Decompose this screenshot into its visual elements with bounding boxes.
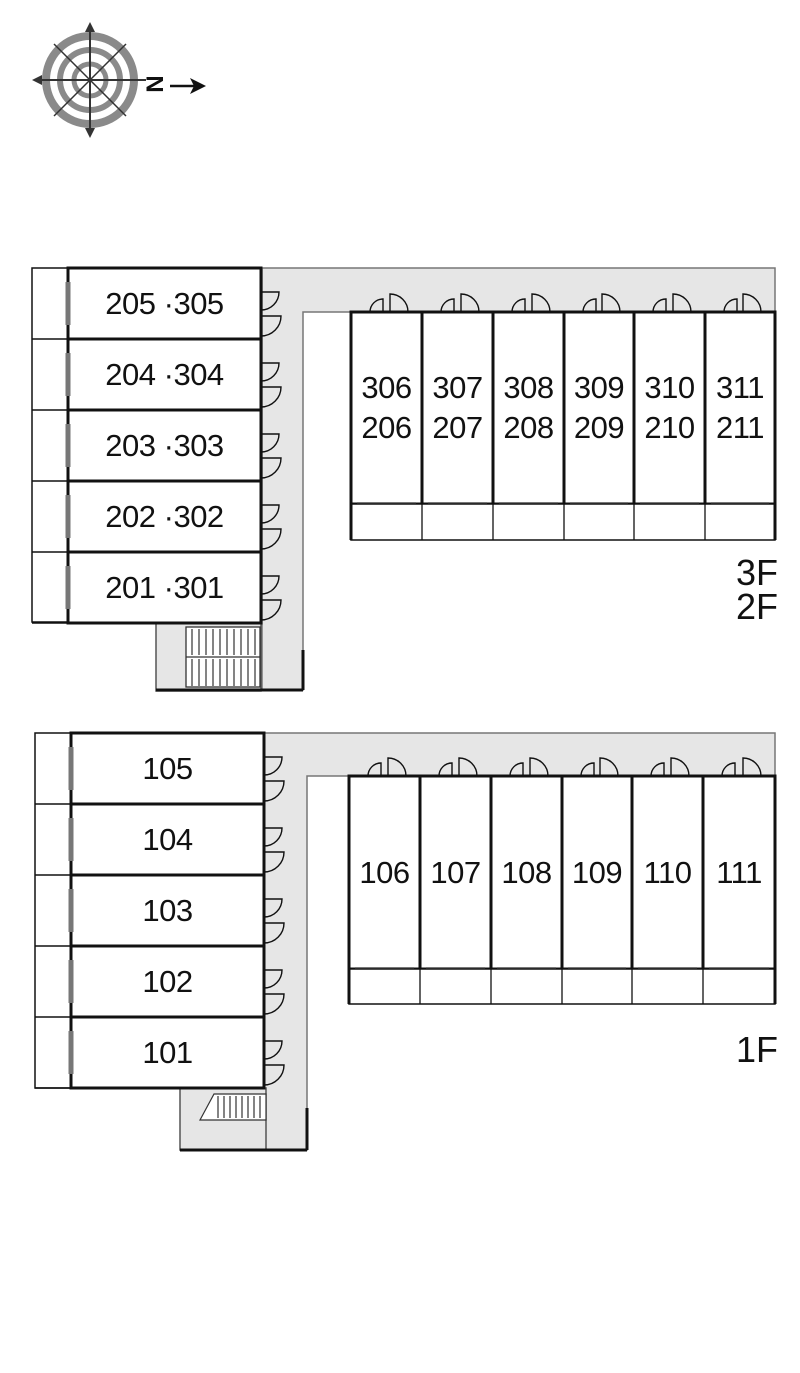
room-number-3f: 309 [573,370,625,405]
room-number-2f: 206 [361,410,412,445]
room-label: 202 ·302 [105,499,224,534]
room-label: 103 [142,893,193,928]
room-number-2f: 210 [644,410,695,445]
room-wall [347,774,422,971]
west-rooms-upper-walls [32,266,282,625]
room-number-3f: 308 [503,370,554,405]
west-rooms-ground-walls [35,731,285,1090]
stairs-upper [185,626,261,688]
room-wall [491,310,566,506]
room-number-2f: 211 [716,410,764,445]
room-label: 201 ·301 [105,570,224,605]
room-wall [66,479,263,554]
room-label: 105 [142,751,193,786]
room-label: 101 [142,1035,193,1070]
room-label: 204 ·304 [105,357,224,392]
room-label: 107 [430,855,481,890]
room-label: 109 [571,855,623,890]
room-label: 104 [142,822,193,857]
room-label: 106 [359,855,410,890]
room-number-2f: 209 [573,410,625,445]
room-wall [703,310,777,506]
room-wall [420,310,495,506]
east-rooms-upper-walls [349,293,777,541]
floor-label-1f: 1F [735,1029,778,1070]
floor-label-3f: 3F [735,552,778,593]
stairs-ground [198,1093,267,1121]
room-number-2f: 208 [503,410,554,445]
room-label: 203 ·303 [105,428,224,463]
compass-icon [32,22,206,138]
room-number-3f: 307 [432,370,483,405]
floor-label-2f: 2F [735,586,778,627]
room-label: 108 [501,855,552,890]
room-label: 110 [643,855,692,890]
room-number-3f: 306 [361,370,412,405]
room-number-3f: 310 [644,370,695,405]
room-wall [489,774,564,971]
east-rooms-ground-walls [347,757,777,1005]
balcony-west-ground [34,732,72,1089]
room-wall [701,774,777,971]
room-number-3f: 311 [716,370,764,405]
room-number-2f: 207 [432,410,483,445]
balcony-west-upper [31,267,69,623]
room-label: 102 [142,964,193,999]
room-label: 205 ·305 [105,286,224,321]
room-label: 111 [716,855,762,890]
room-wall [418,774,493,971]
room-wall [69,873,266,948]
room-wall [66,408,263,483]
room-wall [69,944,266,1019]
room-wall [66,550,263,625]
compass-north-letter: N [140,75,168,93]
